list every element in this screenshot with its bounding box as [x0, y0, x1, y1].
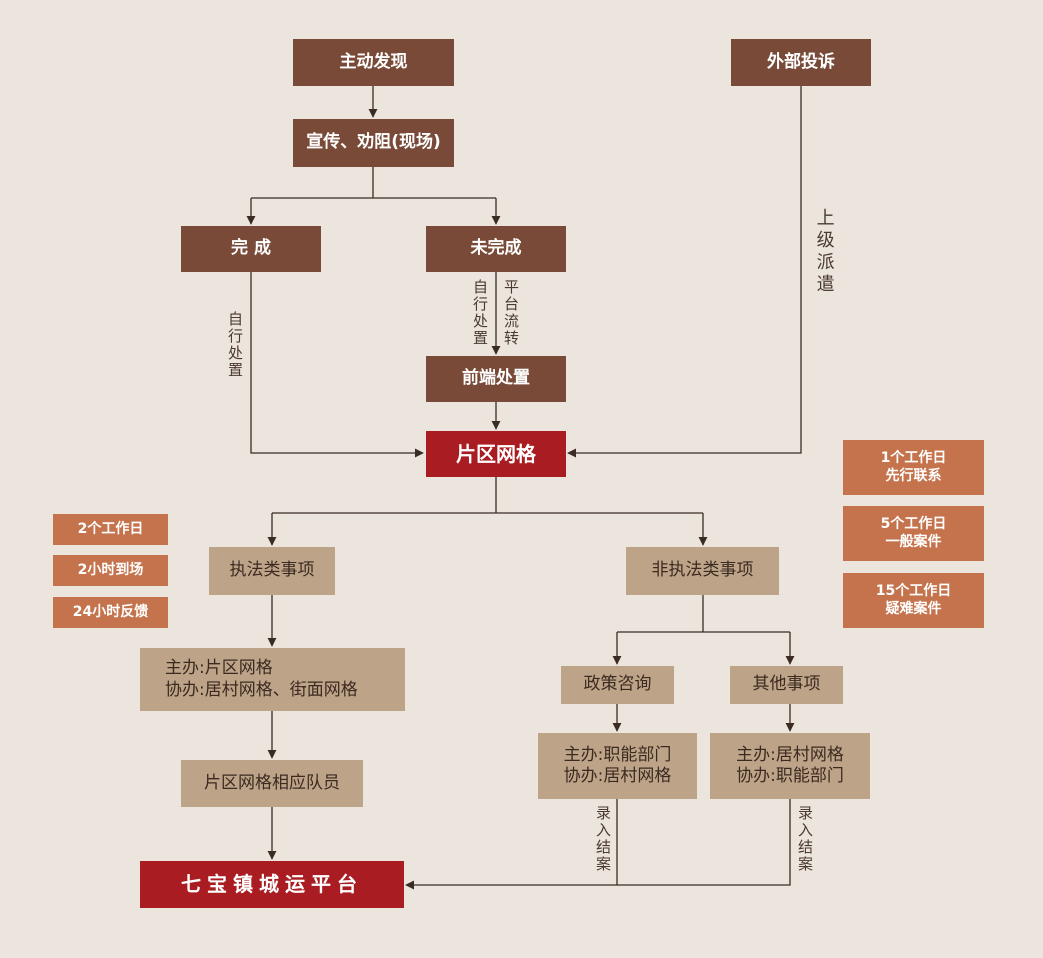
- publicity-node: 宣传、劝阻(现场): [293, 119, 454, 167]
- policy-responsibility-node: 主办:职能部门 协办:居村网格: [538, 733, 697, 799]
- badge-line: 5个工作日: [880, 516, 947, 532]
- policy-assist-text: 协办:居村网格: [563, 766, 672, 786]
- higher-dispatch-label: 上级派遣: [813, 208, 835, 296]
- policy-lead-text: 主办:职能部门: [563, 744, 672, 765]
- badge-line: 一般案件: [885, 533, 942, 550]
- grid-area-node: 片区网格: [426, 431, 566, 477]
- enforcement-lead-text: 主办:片区网格: [165, 658, 273, 679]
- self-handle-label-mid: 自行处置: [471, 279, 489, 347]
- enforcement-responsibility-node: 主办:片区网格 协办:居村网格、街面网格: [140, 648, 405, 711]
- not-completed-node: 未完成: [426, 226, 566, 272]
- arrow-completed-to-grid: [250, 272, 424, 458]
- badge-line: 1个工作日: [880, 450, 947, 466]
- self-handle-label-left: 自行处置: [226, 311, 244, 379]
- badge-line: 疑难案件: [885, 600, 942, 617]
- badge-15-workdays-difficult: 15个工作日 疑难案件: [843, 573, 984, 628]
- record-close-label-left: 录入结案: [594, 805, 612, 873]
- badge-2-workdays: 2个工作日: [53, 514, 168, 545]
- other-matters-node: 其他事项: [730, 666, 843, 704]
- other-assist-text: 协办:职能部门: [736, 766, 844, 786]
- front-handling-node: 前端处置: [426, 356, 566, 402]
- badge-5-workdays-general: 5个工作日 一般案件: [843, 506, 984, 561]
- enforcement-node: 执法类事项: [209, 547, 335, 595]
- other-lead-text: 主办:居村网格: [736, 744, 844, 765]
- arrow-complaint-to-grid: [567, 86, 802, 458]
- arrow-other-to-platform: [405, 799, 791, 890]
- record-close-label-right: 录入结案: [796, 805, 814, 873]
- policy-consult-node: 政策咨询: [561, 666, 674, 704]
- badge-line: 先行联系: [885, 467, 942, 484]
- badge-24-hours-feedback: 24小时反馈: [53, 597, 168, 628]
- badge-1-workday-contact: 1个工作日 先行联系: [843, 440, 984, 495]
- platform-node: 七宝镇城运平台: [140, 861, 404, 908]
- platform-transfer-label: 平台流转: [502, 279, 520, 347]
- non-enforcement-node: 非执法类事项: [626, 547, 779, 595]
- completed-node: 完 成: [181, 226, 321, 272]
- badge-2-hours-arrive: 2小时到场: [53, 555, 168, 586]
- enforcement-assist-text: 协办:居村网格、街面网格: [165, 679, 358, 700]
- active-discovery-node: 主动发现: [293, 39, 454, 86]
- external-complaint-node: 外部投诉: [731, 39, 871, 86]
- badge-line: 15个工作日: [875, 583, 952, 599]
- other-responsibility-node: 主办:居村网格 协办:职能部门: [710, 733, 870, 799]
- grid-staff-node: 片区网格相应队员: [181, 760, 363, 807]
